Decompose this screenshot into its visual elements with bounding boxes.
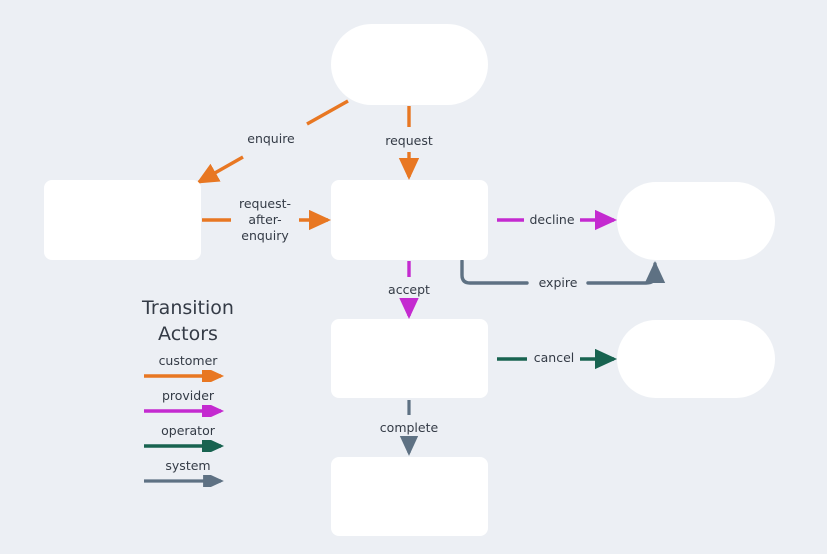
legend-label-customer: customer (158, 353, 218, 368)
legend-label-operator: operator (161, 423, 215, 438)
node-pending[interactable] (331, 180, 488, 260)
edge-label-accept: accept (385, 282, 433, 298)
legend-item-provider: provider (118, 387, 258, 417)
edge-label-request-after-enquiry: request-after-enquiry (231, 196, 299, 244)
legend-title: Transition Actors (118, 295, 258, 347)
legend-item-operator: operator (118, 422, 258, 452)
edge-label-request: request (382, 133, 436, 149)
legend-title-line2: Actors (158, 323, 218, 345)
legend-arrow-provider (144, 405, 225, 417)
edge-label-complete: complete (376, 420, 442, 436)
legend-arrow-system (144, 475, 224, 487)
edge-label-cancel: cancel (530, 350, 578, 366)
node-accepted[interactable] (331, 319, 488, 398)
node-cancelled[interactable] (617, 320, 775, 398)
node-enquiry[interactable] (44, 180, 201, 260)
node-completed[interactable] (331, 457, 488, 536)
legend-arrow-operator (144, 440, 225, 452)
legend-label-provider: provider (161, 388, 215, 403)
legend-item-system: system (118, 457, 258, 487)
legend: Transition Actors customer provider oper… (118, 295, 258, 487)
legend-item-customer: customer (118, 352, 258, 382)
edge-label-enquire: enquire (244, 131, 298, 147)
node-declined[interactable] (617, 182, 775, 260)
legend-label-system: system (165, 458, 211, 473)
node-start[interactable] (331, 24, 488, 105)
legend-title-line1: Transition (142, 297, 234, 319)
edge-label-decline: decline (526, 212, 578, 228)
edge-expire (460, 259, 666, 285)
edge-enquire (196, 99, 349, 184)
edge-label-expire: expire (535, 275, 581, 291)
legend-arrow-customer (144, 370, 225, 382)
